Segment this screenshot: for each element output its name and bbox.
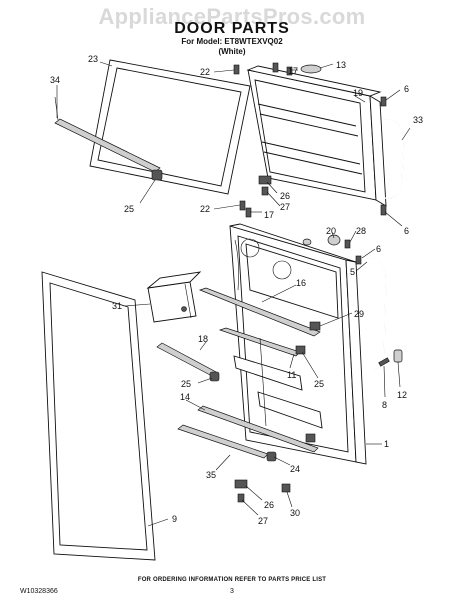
callout-17-upper: 17 [288,66,298,76]
fresh-food-door [198,223,367,465]
document-number: W10328366 [20,588,58,595]
callout-30: 30 [290,508,300,518]
shelf-bracket-24 [305,433,316,443]
page-number: 3 [230,588,234,595]
hinge-screw-middle [239,200,252,218]
hinge-plug-20 [327,234,341,246]
handle-cap-12 [393,349,403,363]
callout-6-middle: 6 [404,226,409,236]
callout-14: 14 [180,392,190,402]
shelf-trim-18 [156,342,217,377]
callout-29: 29 [354,309,364,319]
door-stop-upper [258,175,272,196]
page-title: DOOR PARTS [174,20,290,37]
callout-6-upper: 6 [404,84,409,94]
callout-34: 34 [50,75,60,85]
hinge-bushing-top [302,238,312,246]
fresh-food-handle [365,257,387,371]
callout-1: 1 [384,439,389,449]
callout-27-lower: 27 [258,516,268,526]
callout-35: 35 [206,470,216,480]
retainer-clip-middle [209,371,220,382]
watermark: AppliancePartsPros.com [98,4,366,29]
callout-33: 33 [413,115,423,125]
callout-31: 31 [112,301,122,311]
callout-18: 18 [198,334,208,344]
handle-screw-6-lower [355,255,362,265]
handle-screw-upper [380,96,387,107]
retainer-clip-lower [266,451,277,462]
callout-17-middle: 17 [264,210,274,220]
callout-12: 12 [397,390,407,400]
freezer-handle [383,119,405,199]
freezer-door-gasket [89,59,251,195]
freezer-trim-strip [54,96,161,173]
dairy-compartment [146,271,202,323]
hinge-cap [300,64,322,74]
callout-19: 19 [353,88,363,98]
hinge-screw-upper [233,62,293,76]
callout-22-middle: 22 [200,204,210,214]
shelf-trim-14 [197,405,319,453]
callout-28: 28 [356,226,366,236]
callout-20: 20 [326,226,336,236]
fresh-food-door-gasket [41,271,156,561]
callout-13: 13 [336,60,346,70]
shelf-bracket-25-right [295,345,306,355]
callout-9: 9 [172,514,177,524]
handle-screw-lower [380,204,387,216]
callout-8: 8 [382,400,387,410]
retainer-clip-upper [151,169,163,181]
callout-11: 11 [287,370,296,380]
callout-26-lower: 26 [264,500,274,510]
leader-lines [56,61,411,527]
callout-23: 23 [88,54,98,64]
model-line: For Model: ET8WTEXVQ02 [181,37,283,46]
color-line: (White) [218,47,246,56]
handle-screw-28 [344,239,351,249]
callout-5: 5 [350,267,355,277]
callout-22-upper: 22 [200,67,210,77]
callout-25-right: 25 [314,379,324,389]
door-stop-lower [234,479,248,503]
callout-16: 16 [296,278,306,288]
cam-30 [281,483,291,493]
shelf-bracket-29 [309,321,321,331]
callout-27-upper: 27 [280,202,290,212]
freezer-door-liner [246,65,387,207]
handle-screw-8 [378,357,390,367]
callout-26-upper: 26 [280,191,290,201]
callout-25-upper: 25 [124,204,134,214]
ordering-note: FOR ORDERING INFORMATION REFER TO PARTS … [137,577,327,583]
callout-6-lower: 6 [376,244,381,254]
callout-25-middle: 25 [181,379,191,389]
callout-24: 24 [290,464,300,474]
